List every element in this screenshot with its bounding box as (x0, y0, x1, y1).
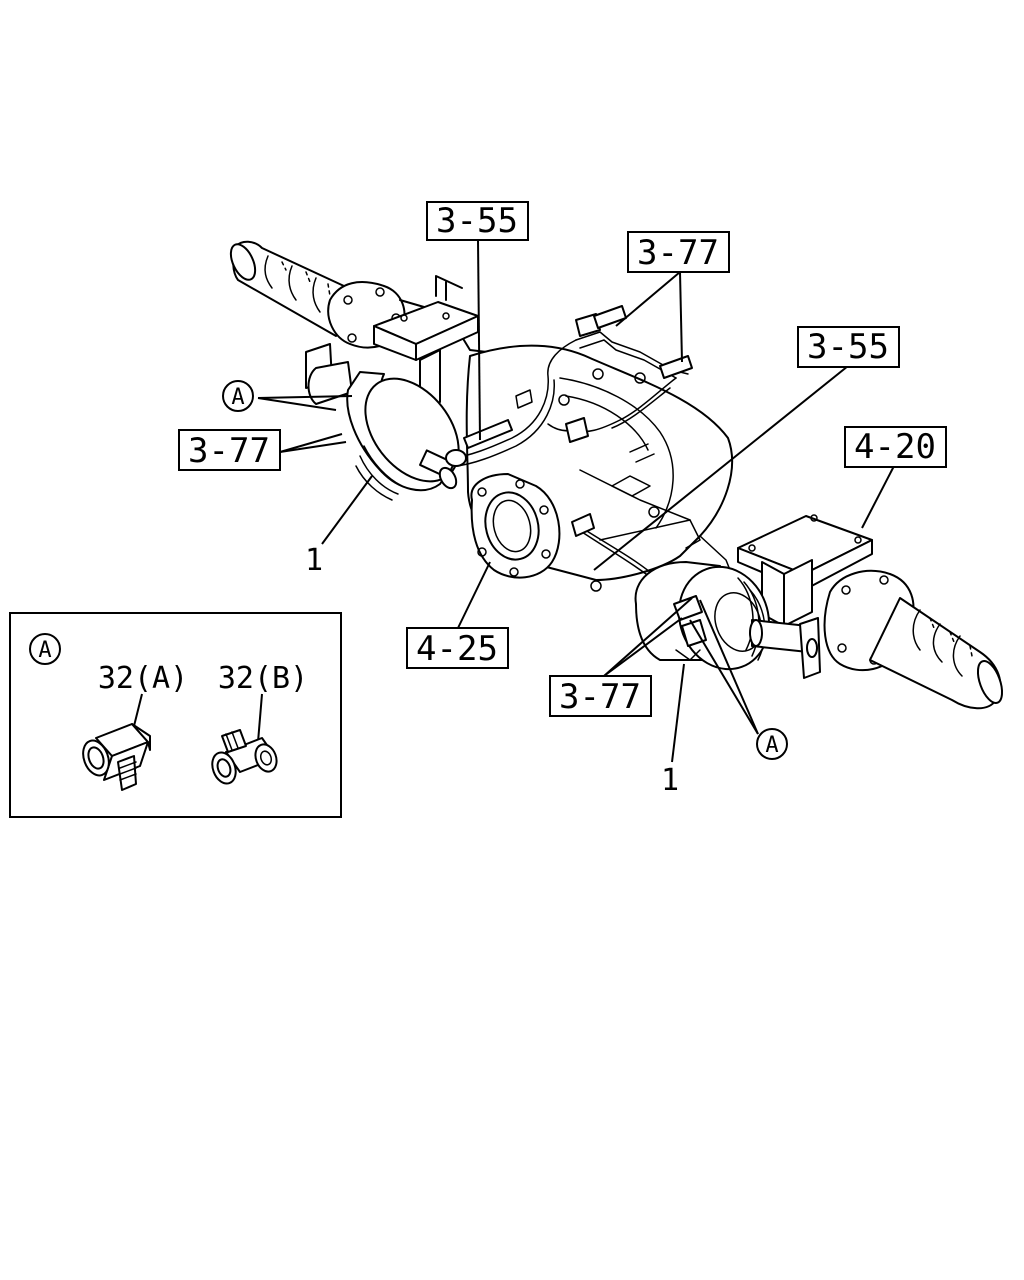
callout-3-55-top[interactable]: 3-55 (426, 201, 529, 241)
callout-3-77-bottom-label: 3-77 (559, 677, 641, 717)
detail-a-marker-label: A (38, 638, 51, 663)
detail-a-inset: A 32(A) 32(B) (9, 612, 342, 818)
callout-3-77-left-label: 3-77 (188, 431, 270, 471)
marker-a-right-label: A (765, 733, 778, 758)
elbow-fitting-icon (82, 723, 151, 791)
marker-a-right: A (756, 728, 788, 760)
brake-pipes (445, 305, 701, 607)
marker-a-left-label: A (231, 385, 244, 410)
part-32b-label: 32(B) (218, 661, 308, 696)
right-axle-tube (823, 569, 1004, 710)
callout-3-55-right-label: 3-55 (807, 327, 889, 367)
part-32b[interactable]: 32(B) (208, 661, 308, 787)
callout-3-77-left[interactable]: 3-77 (178, 429, 281, 471)
left-spring-seat (373, 275, 479, 413)
callout-4-25[interactable]: 4-25 (406, 627, 509, 669)
part-32a[interactable]: 32(A) (79, 661, 189, 791)
item-number-1-bottom: 1 (661, 763, 679, 798)
callout-3-77-top-label: 3-77 (637, 233, 719, 273)
marker-a-left: A (222, 380, 254, 412)
callout-4-25-label: 4-25 (416, 629, 498, 669)
part-32a-label: 32(A) (98, 661, 188, 696)
callout-4-20-label: 4-20 (854, 427, 936, 467)
callout-3-77-bottom[interactable]: 3-77 (549, 675, 652, 717)
leader-lines (257, 239, 895, 763)
tee-fitting-icon (211, 729, 278, 785)
item-number-1-left: 1 (305, 543, 323, 578)
callout-3-77-top[interactable]: 3-77 (627, 231, 730, 273)
detail-a-marker: A (29, 633, 61, 665)
callout-4-20[interactable]: 4-20 (844, 426, 947, 468)
callout-3-55-right[interactable]: 3-55 (797, 326, 900, 368)
carrier-flange (470, 473, 561, 579)
left-brake-chamber (305, 343, 460, 501)
callout-3-55-top-label: 3-55 (436, 201, 518, 241)
left-axle-tube (229, 240, 521, 357)
